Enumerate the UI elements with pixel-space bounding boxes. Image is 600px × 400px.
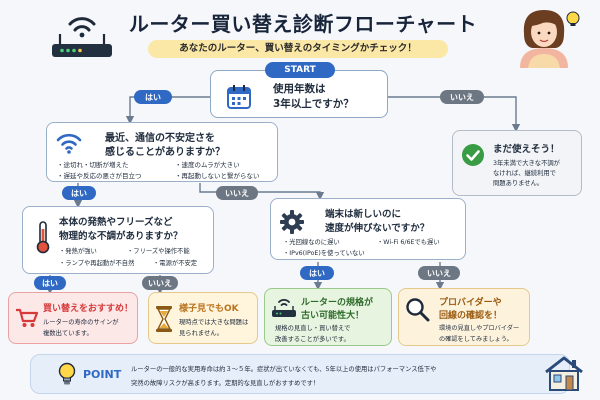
- wait-line1: 現時点では大きな問題は: [179, 319, 249, 326]
- start-yes-label: はい: [134, 90, 172, 104]
- replace-line1: ルーターの寿命のサインが: [43, 319, 119, 326]
- house-icon: [545, 356, 583, 391]
- result-still-usable-node: まだ使えそう！ 3年未満で大きな不調が なければ、継続利用で 問題ありません。: [452, 130, 582, 196]
- provider-title-line1: プロバイダーや: [439, 298, 502, 308]
- router-icon: [52, 17, 112, 57]
- device-no-label: いいえ: [418, 266, 460, 280]
- point-text-line2: 突然の故障リスクが高まります。定期的な見直しがおすすめです！: [131, 380, 320, 387]
- replace-line2: 複数出ています。: [43, 330, 93, 337]
- spec-title-line1: ルーターの規格が: [301, 298, 374, 308]
- check-icon: [462, 144, 484, 166]
- still-usable-line3: 問題ありません。: [493, 180, 544, 187]
- spec-line1: 規格の見直し・買い替えで: [275, 325, 351, 332]
- connection-bullet-3: ・遅延や反応の悪さが目立つ: [57, 172, 142, 180]
- calendar-icon: [227, 85, 251, 109]
- physical-bullet-4: ・電源が不安定: [153, 260, 198, 267]
- thermometer-icon: [36, 221, 50, 254]
- physical-bullet-3: ・ランプや再起動が不自然: [59, 260, 135, 267]
- question-physical-node: 本体の発熱やフリーズなど 物理的な不調がありますか？ ・発熱が強い ・フリーズや…: [22, 206, 214, 274]
- start-node: START 使用年数は 3年以上ですか？: [210, 62, 388, 118]
- question-connection-line2: 感じることがありますか？: [105, 147, 225, 158]
- spec-line2: 改善することが多いです。: [275, 336, 350, 343]
- start-question-line2: 3年以上ですか？: [273, 98, 354, 110]
- provider-title-line2: 回線の確認を！: [439, 311, 503, 321]
- start-badge: START: [265, 62, 335, 78]
- replace-title: 買い替えをおすすめ！: [43, 304, 134, 314]
- result-provider-node: プロバイダーや 回線の確認を！ 環境の見直しやプロバイダー の確認をしてみましょ…: [398, 288, 530, 346]
- subtitle-banner: あなたのルーター、買い替えのタイミングかチェック！: [148, 40, 448, 58]
- page-title: ルーター買い替え診断フローチャート: [128, 12, 478, 36]
- lightbulb-icon-header: [566, 11, 580, 26]
- question-physical-line1: 本体の発熱やフリーズなど: [59, 217, 173, 228]
- connection-bullet-4: ・再起動しないと繋がらない: [175, 172, 260, 180]
- physical-bullet-2: ・フリーズや操作不能: [127, 248, 190, 255]
- router-small-icon: [272, 299, 296, 317]
- physical-no-label: いいえ: [142, 276, 178, 290]
- cart-icon: [16, 308, 39, 327]
- question-connection-line1: 最近、通信の不安定さを: [105, 133, 215, 144]
- header-router-illustration: [48, 8, 116, 62]
- magnifier-icon: [406, 298, 430, 322]
- question-device-line2: 速度が伸びないですか？: [325, 223, 430, 234]
- device-bullet-1: ・光回線なのに遅い: [283, 239, 340, 246]
- connection-yes-label: はい: [62, 186, 96, 200]
- wait-title: 様子見でもOK: [179, 304, 239, 314]
- provider-line2: の確認をしてみましょう。: [439, 336, 513, 343]
- connection-bullet-1: ・途切れ・切断が増えた: [57, 161, 129, 169]
- question-device-node: 端末は新しいのに 速度が伸びないですか？ ・光回線なのに遅い ・Wi-Fi 6/…: [270, 198, 466, 260]
- hourglass-icon: [156, 306, 172, 332]
- result-wait-node: 様子見でもOK 現時点では大きな問題は 見られません。: [148, 292, 258, 344]
- spec-title-line2: 古い可能性大！: [301, 311, 365, 321]
- physical-yes-label: はい: [34, 276, 66, 290]
- question-connection-node: 最近、通信の不安定さを 感じることがありますか？ ・途切れ・切断が増えた ・速度…: [46, 122, 278, 182]
- still-usable-line2: なければ、継続利用で: [493, 170, 556, 177]
- point-footer: POINT ルーターの一般的な実用寿命は約３～５年。症状が出ていなくても、5年以…: [30, 354, 570, 394]
- question-device-line1: 端末は新しいのに: [325, 209, 402, 220]
- connection-bullet-2: ・速度のムラが大きい: [175, 161, 240, 169]
- point-label: POINT: [83, 368, 122, 381]
- device-bullet-2: ・Wi-Fi 6/6Eでも遅い: [377, 239, 440, 246]
- device-bullet-3: ・IPv6(IPoE)を使っていない: [283, 250, 365, 257]
- start-no-label: いいえ: [440, 90, 484, 104]
- provider-line1: 環境の見直しやプロバイダー: [439, 325, 520, 332]
- still-usable-line1: 3年未満で大きな不調が: [493, 160, 560, 167]
- question-physical-line2: 物理的な不調がありますか？: [59, 231, 183, 242]
- start-question-line1: 使用年数は: [273, 83, 326, 95]
- result-spec-node: ルーターの規格が 古い可能性大！ 規格の見直し・買い替えで 改善することが多いで…: [264, 288, 392, 346]
- wait-line2: 見られません。: [179, 330, 223, 337]
- connection-no-label: いいえ: [216, 186, 258, 200]
- result-replace-node: 買い替えをおすすめ！ ルーターの寿命のサインが 複数出ています。: [8, 292, 138, 344]
- lightbulb-icon: [58, 362, 76, 385]
- point-text-line1: ルーターの一般的な実用寿命は約３～５年。症状が出ていなくても、5年以上の使用はパ…: [131, 366, 437, 373]
- gear-icon: [280, 210, 304, 234]
- still-usable-title: まだ使えそう！: [493, 144, 560, 155]
- wifi-icon: [56, 133, 82, 154]
- physical-bullet-1: ・発熱が強い: [59, 248, 97, 255]
- device-yes-label: はい: [300, 266, 334, 280]
- person-illustration: [510, 4, 582, 68]
